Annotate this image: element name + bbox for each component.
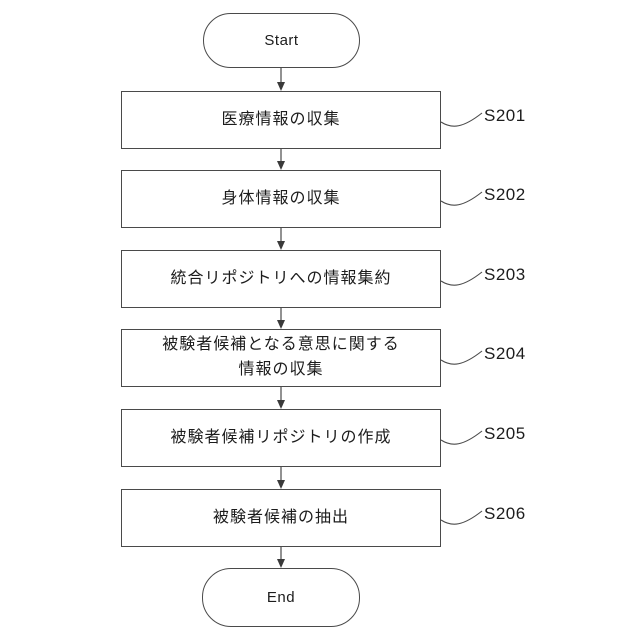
- start-label: Start: [264, 32, 299, 49]
- step-label-s205: S205: [484, 424, 526, 443]
- end-terminator: End: [202, 568, 360, 627]
- flow-arrow: [277, 467, 285, 489]
- leader-line: [440, 191, 483, 206]
- process-box-repository-aggregation: 統合リポジトリへの情報集約: [121, 250, 441, 308]
- flow-arrow: [277, 149, 285, 170]
- flow-arrow: [277, 547, 285, 568]
- step-label-s202: S202: [484, 185, 526, 204]
- flow-arrow: [277, 68, 285, 91]
- step-label-s203: S203: [484, 265, 526, 284]
- flow-arrow: [277, 308, 285, 329]
- process-box-medical-info: 医療情報の収集: [121, 91, 441, 149]
- step-label-s206: S206: [484, 504, 526, 523]
- flow-arrow: [277, 228, 285, 250]
- leader-line: [440, 350, 483, 365]
- process-box-candidate-extraction: 被験者候補の抽出: [121, 489, 441, 547]
- flow-arrow: [277, 387, 285, 409]
- step-label-s204: S204: [484, 344, 526, 363]
- process-box-consent-info: 被験者候補となる意思に関する 情報の収集: [121, 329, 441, 387]
- end-label: End: [266, 589, 296, 606]
- step-label-s201: S201: [484, 106, 526, 125]
- leader-line: [440, 112, 483, 127]
- leader-line: [440, 430, 483, 445]
- leader-line: [440, 510, 483, 525]
- process-box-candidate-repository: 被験者候補リポジトリの作成: [121, 409, 441, 467]
- leader-line: [440, 271, 483, 286]
- process-box-physical-info: 身体情報の収集: [121, 170, 441, 228]
- start-terminator: Start: [203, 13, 360, 68]
